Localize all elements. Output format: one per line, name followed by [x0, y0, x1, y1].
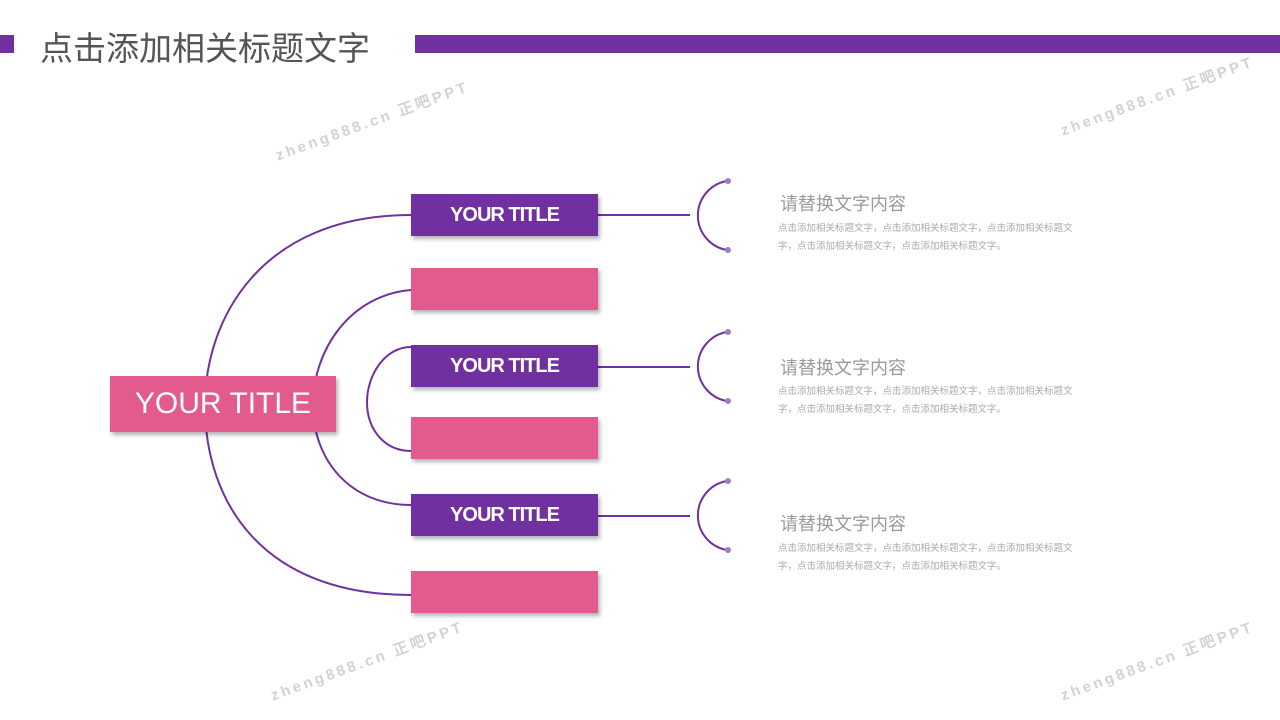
branch-title-box[interactable]: YOUR TITLE — [411, 494, 598, 536]
branch-title-box[interactable]: YOUR TITLE — [411, 345, 598, 387]
header-bar — [415, 35, 1280, 53]
header-accent-square — [0, 35, 14, 53]
end-marker — [725, 329, 731, 335]
end-marker — [725, 247, 731, 253]
branch-heading[interactable]: 请替换文字内容 — [780, 358, 906, 378]
bracket-arc — [696, 180, 728, 251]
end-marker — [725, 398, 731, 404]
branch-heading[interactable]: 请替换文字内容 — [780, 514, 906, 534]
branch-body[interactable]: 点击添加相关标题文字，点击添加相关标题文字，点击添加相关标题文字，点击添加相关标… — [778, 543, 1073, 572]
end-marker — [725, 547, 731, 553]
branch-body[interactable]: 点击添加相关标题文字，点击添加相关标题文字，点击添加相关标题文字，点击添加相关标… — [778, 223, 1073, 252]
pink-box[interactable] — [411, 268, 598, 310]
branch-body[interactable]: 点击添加相关标题文字，点击添加相关标题文字，点击添加相关标题文字，点击添加相关标… — [778, 386, 1073, 415]
center-title-box[interactable]: YOUR TITLE — [110, 376, 336, 432]
branch-title-box[interactable]: YOUR TITLE — [411, 194, 598, 236]
branch-heading[interactable]: 请替换文字内容 — [780, 194, 906, 214]
inner-arc — [365, 346, 412, 452]
end-marker — [725, 478, 731, 484]
pink-box[interactable] — [411, 571, 598, 613]
bracket-arc — [696, 480, 728, 551]
end-marker — [725, 178, 731, 184]
page-title[interactable]: 点击添加相关标题文字 — [40, 30, 370, 67]
bracket-arc — [696, 331, 728, 402]
pink-box[interactable] — [411, 417, 598, 459]
